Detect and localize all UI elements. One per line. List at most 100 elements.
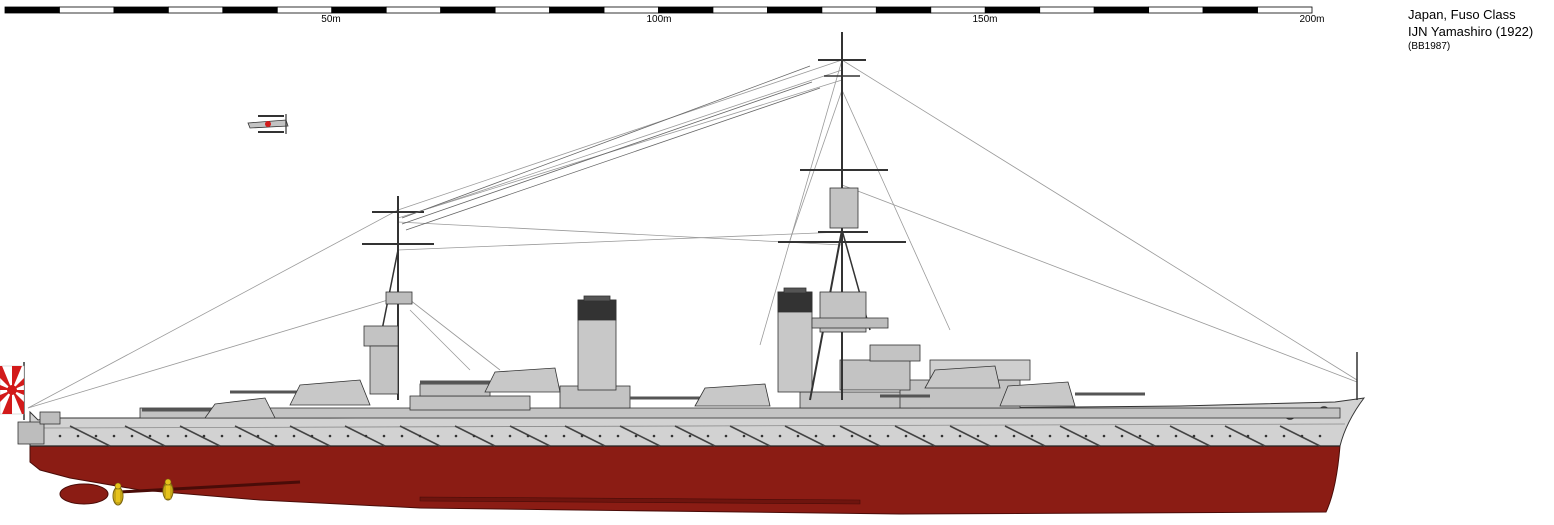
scale-segment <box>875 6 932 14</box>
casemate-gun <box>674 425 716 447</box>
scale-segment <box>4 6 60 14</box>
porthole <box>1246 434 1250 438</box>
porthole <box>778 434 782 438</box>
fore-mast <box>778 32 906 401</box>
porthole <box>328 434 332 438</box>
scale-label-200m: 200m <box>1299 14 1325 25</box>
hull-lower-red <box>29 445 1341 515</box>
porthole <box>1174 434 1178 438</box>
porthole <box>706 434 710 438</box>
porthole <box>922 434 926 438</box>
casemate-gun <box>179 425 221 447</box>
title-credit: (BB1987) <box>1408 41 1451 52</box>
turret-4 <box>630 383 771 407</box>
scale-bar <box>4 6 1313 14</box>
scale-segment <box>712 6 768 14</box>
casemate-gun <box>784 425 826 447</box>
porthole <box>1012 434 1016 438</box>
scale-segment <box>767 6 823 14</box>
porthole <box>1318 434 1322 438</box>
casemate-gun <box>949 425 991 447</box>
porthole <box>940 434 944 438</box>
casemate-gun <box>894 425 936 447</box>
porthole <box>1156 434 1160 438</box>
scale-segment <box>984 6 1041 14</box>
funnels <box>577 287 813 393</box>
title-block: Japan, Fuso Class IJN Yamashiro (1922) (… <box>1408 6 1533 53</box>
porthole <box>400 434 404 438</box>
porthole <box>832 434 836 438</box>
porthole <box>1210 434 1214 438</box>
porthole <box>472 434 476 438</box>
funnel-2 <box>777 287 813 393</box>
scale-segment <box>167 6 224 14</box>
porthole <box>958 434 962 438</box>
porthole <box>1048 434 1052 438</box>
scale-segment <box>603 6 659 14</box>
casemate-gun <box>289 425 331 447</box>
casemate-gun <box>564 425 606 447</box>
porthole <box>58 434 62 438</box>
rigging <box>27 59 1358 409</box>
hull <box>17 397 1366 515</box>
porthole <box>346 434 350 438</box>
title-country-class: Japan, Fuso Class <box>1408 7 1516 22</box>
porthole <box>1066 434 1070 438</box>
porthole <box>1300 434 1304 438</box>
porthole <box>850 434 854 438</box>
casemate-gun <box>509 425 551 447</box>
porthole <box>616 434 620 438</box>
porthole <box>886 434 890 438</box>
casemate-gun <box>1114 425 1156 447</box>
porthole <box>1084 434 1088 438</box>
porthole <box>868 434 872 438</box>
porthole <box>742 434 746 438</box>
scale-segment <box>658 6 714 14</box>
porthole <box>994 434 998 438</box>
porthole <box>976 434 980 438</box>
main-turrets <box>142 365 1145 419</box>
porthole <box>292 434 296 438</box>
casemate-gun <box>124 425 166 447</box>
turret-1 <box>142 397 276 419</box>
porthole <box>184 434 188 438</box>
scale-segment <box>222 6 278 14</box>
casemate-gun <box>839 425 881 447</box>
turret-3 <box>420 367 561 393</box>
crew-figures <box>114 478 172 504</box>
porthole <box>544 434 548 438</box>
porthole <box>454 434 458 438</box>
porthole <box>364 434 368 438</box>
scale-segment <box>1202 6 1258 14</box>
scale-label-100m: 100m <box>646 14 672 25</box>
scale-segment <box>113 6 169 14</box>
porthole <box>1192 434 1196 438</box>
porthole <box>166 434 170 438</box>
seaplane <box>247 114 289 134</box>
porthole <box>724 434 728 438</box>
porthole <box>418 434 422 438</box>
rudder <box>59 483 109 505</box>
porthole <box>508 434 512 438</box>
porthole <box>670 434 674 438</box>
scale-segment <box>1148 6 1204 14</box>
porthole <box>634 434 638 438</box>
porthole <box>580 434 584 438</box>
porthole <box>652 434 656 438</box>
porthole <box>274 434 278 438</box>
porthole <box>220 434 224 438</box>
porthole <box>490 434 494 438</box>
sun-ray <box>12 366 22 390</box>
porthole <box>1030 434 1034 438</box>
casemate-guns <box>69 425 1321 447</box>
scale-segment <box>1257 6 1313 14</box>
scale-label-50m: 50m <box>321 14 341 25</box>
porthole <box>598 434 602 438</box>
casemate-gun <box>234 425 276 447</box>
porthole <box>1102 434 1106 438</box>
casemate-gun <box>1059 425 1101 447</box>
porthole <box>382 434 386 438</box>
porthole <box>760 434 764 438</box>
porthole <box>94 434 98 438</box>
